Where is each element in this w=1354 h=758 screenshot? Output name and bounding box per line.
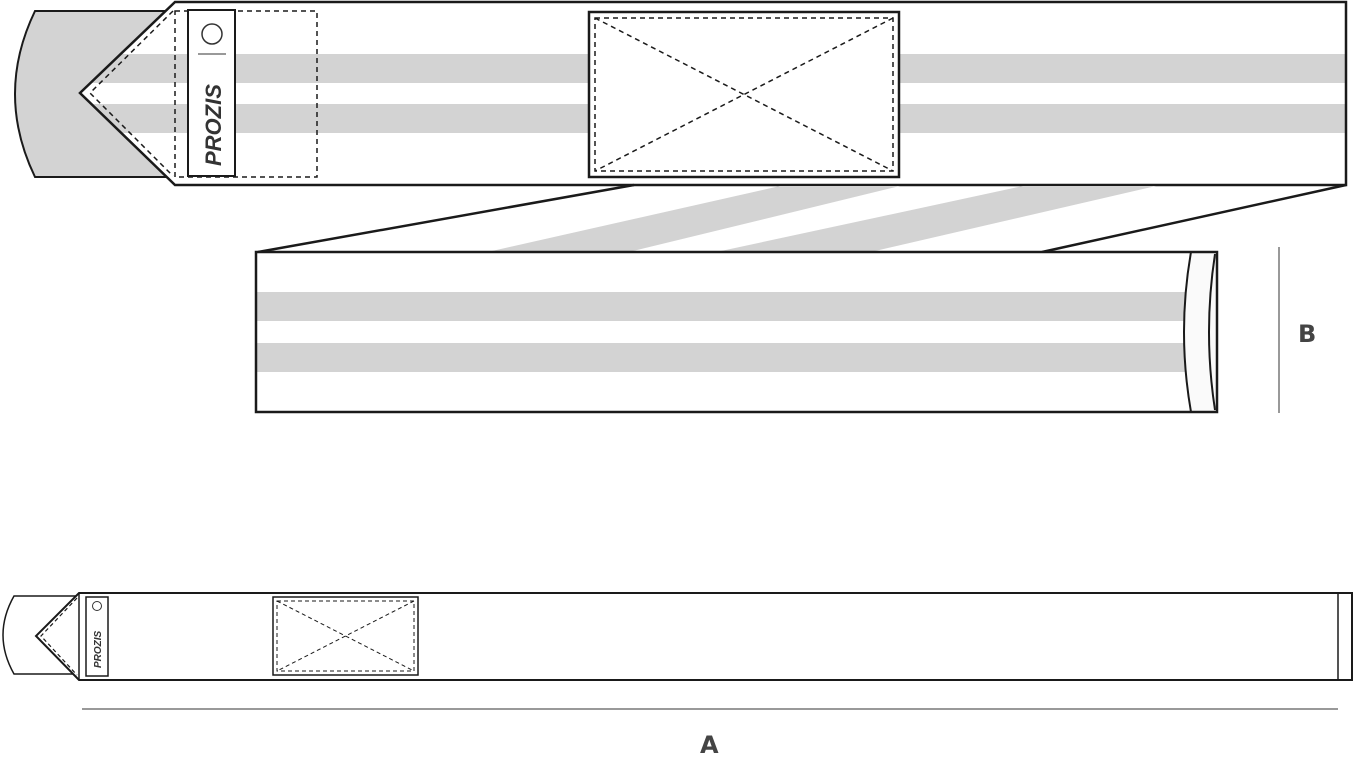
- middle-strap-view: [254, 250, 1219, 414]
- brand-logo-text-small: PROZIS: [93, 630, 104, 668]
- velcro-stitch-area: [174, 10, 318, 178]
- brand-label: PROZIS: [187, 9, 236, 177]
- dimension-a-label: A: [700, 731, 719, 758]
- brand-label-small: [85, 596, 109, 677]
- velcro-patch: [587, 10, 901, 179]
- stitch-chevron: [88, 10, 174, 177]
- fold-connector: [257, 183, 1347, 254]
- top-detail-view: PROZIS: [14, 0, 1348, 187]
- strap-end-cap: [1184, 252, 1217, 412]
- full-strap-view: PROZIS: [2, 592, 1353, 681]
- velcro-patch-small: [272, 596, 419, 676]
- brand-logo-text: PROZIS: [201, 84, 226, 166]
- dimension-b-label: B: [1298, 320, 1316, 348]
- dimension-a: A: [82, 708, 1338, 758]
- brand-logo-icon: [201, 23, 223, 45]
- dimension-b: B: [1278, 247, 1316, 413]
